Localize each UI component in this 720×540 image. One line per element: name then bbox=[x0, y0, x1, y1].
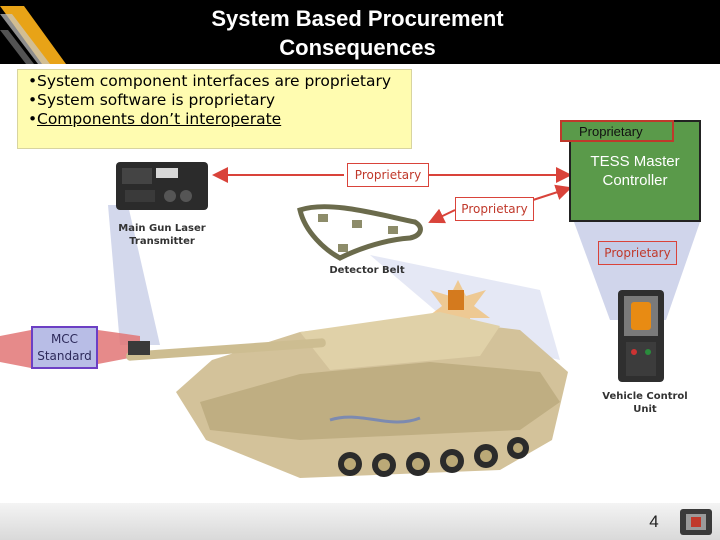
organization-logo-icon bbox=[680, 509, 712, 535]
tess-controller-label: TESS Master Controller bbox=[569, 152, 701, 190]
bullet-item: •System component interfaces are proprie… bbox=[28, 72, 391, 90]
mcc-standard-box: MCC Standard bbox=[31, 326, 98, 369]
gold-chevron-icon bbox=[0, 6, 66, 64]
proprietary-label-vcu: Proprietary bbox=[598, 241, 677, 265]
proprietary-label-tess: Proprietary bbox=[560, 120, 674, 142]
mcc-line-2: Standard bbox=[37, 349, 92, 363]
slide-footer bbox=[0, 503, 720, 540]
bullet-text: System software is proprietary bbox=[37, 91, 276, 109]
bullet-text: System component interfaces are propriet… bbox=[37, 72, 391, 90]
title-line-1: System Based Procurement bbox=[211, 6, 504, 31]
bullet-item: •Components don’t interoperate bbox=[28, 110, 282, 128]
caption-laser: Main Gun Laser Transmitter bbox=[112, 222, 212, 248]
caption-vcu: Vehicle Control Unit bbox=[602, 391, 688, 415]
bullet-list: •System component interfaces are proprie… bbox=[17, 69, 412, 149]
mcc-beam-left bbox=[0, 330, 31, 368]
arrow-belt-left bbox=[428, 208, 456, 224]
detector-belt-icon bbox=[297, 204, 423, 261]
tess-label-line-2: Controller bbox=[602, 172, 668, 189]
proprietary-label-laser: Proprietary bbox=[347, 163, 429, 187]
caption-laser-line-1: Main Gun Laser bbox=[118, 223, 206, 234]
title-line-2: Consequences bbox=[279, 35, 436, 60]
bullet-text: Components don’t interoperate bbox=[37, 110, 282, 128]
laser-transmitter-icon bbox=[116, 162, 208, 210]
vehicle-control-unit-icon bbox=[618, 290, 664, 382]
tess-label-line-1: TESS Master bbox=[590, 153, 680, 170]
laser-beam bbox=[108, 205, 160, 345]
caption-detector: Detector Belt bbox=[329, 265, 405, 276]
mcc-line-1: MCC bbox=[50, 332, 79, 346]
proprietary-label-belt: Proprietary bbox=[455, 197, 534, 221]
slide-header: System Based Procurement Consequences bbox=[0, 0, 720, 64]
caption-laser-line-2: Transmitter bbox=[129, 236, 195, 247]
tank-icon bbox=[126, 312, 568, 478]
arrow-belt-right bbox=[532, 184, 572, 201]
slide-title: System Based Procurement Consequences bbox=[150, 4, 565, 62]
page-number: 4 bbox=[649, 512, 659, 531]
bullet-item: •System software is proprietary bbox=[28, 91, 276, 109]
beacon-icon bbox=[448, 290, 464, 310]
